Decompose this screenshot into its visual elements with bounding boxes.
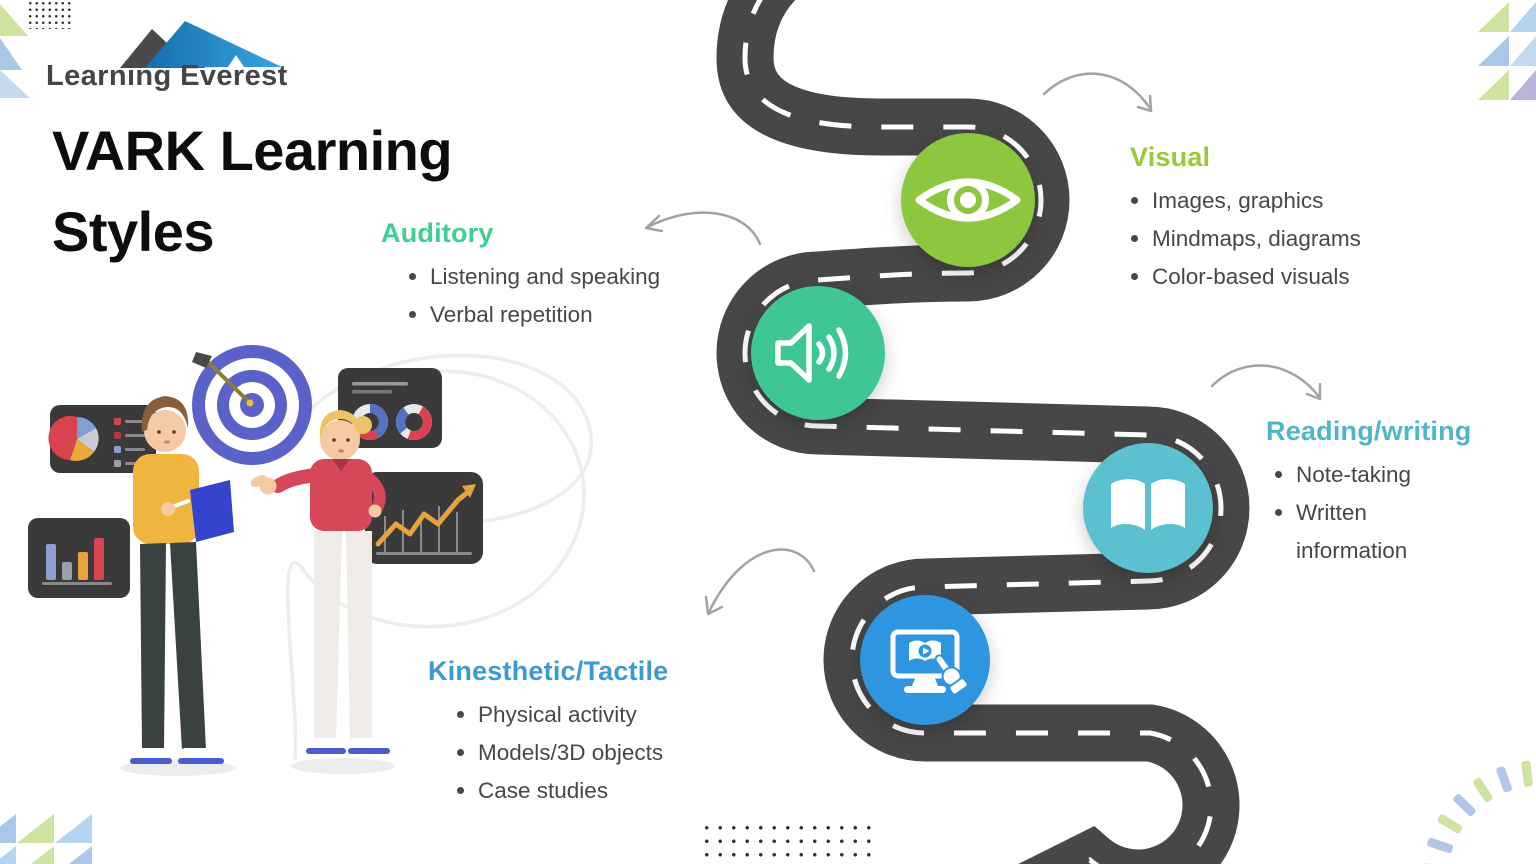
dart-arrow	[192, 352, 254, 407]
reading-stop	[1083, 443, 1213, 573]
list-item: Models/3D objects	[456, 734, 668, 772]
auditory-stop	[751, 286, 885, 420]
section-list: Images, graphics Mindmaps, diagrams Colo…	[1130, 182, 1361, 296]
section-list: Note-taking Written information	[1266, 456, 1472, 570]
section-heading: Kinesthetic/Tactile	[428, 656, 669, 686]
man-figure	[130, 396, 234, 764]
people-charts-illustration	[28, 345, 483, 776]
section-reading-writing: Reading/writing Note-taking Written info…	[1266, 416, 1472, 570]
line-chart-panel	[365, 472, 483, 564]
speaker-icon	[775, 323, 849, 383]
page-title: VARK Learning Styles	[52, 110, 453, 272]
bar-chart-panel	[28, 518, 130, 598]
section-heading: Reading/writing	[1266, 416, 1472, 446]
list-item: Note-taking	[1274, 456, 1456, 494]
dot-grid-bottom-center	[700, 821, 876, 861]
title-line-1: VARK Learning	[52, 119, 453, 182]
arrow-to-kinesthetic	[704, 548, 816, 616]
section-heading: Auditory	[381, 218, 494, 248]
arrow-to-auditory	[644, 211, 762, 246]
section-kinesthetic: Kinesthetic/Tactile Physical activity Mo…	[428, 656, 668, 810]
dartboard	[192, 345, 312, 465]
list-item: Case studies	[456, 772, 668, 810]
road-centerline	[742, 0, 1224, 864]
list-item: Mindmaps, diagrams	[1130, 220, 1361, 258]
title-line-2: Styles	[52, 200, 215, 263]
arrow-to-visual	[1042, 72, 1153, 113]
interactive-learning-icon	[890, 629, 969, 696]
section-heading: Visual	[1130, 142, 1211, 172]
logo-text: Learning Everest	[46, 60, 288, 92]
ray-burst-decoration	[1422, 760, 1533, 864]
woman-figure	[250, 410, 390, 754]
pie-chart-panel	[48, 405, 156, 473]
mountain-logo-icon	[120, 21, 282, 68]
list-item: Written information	[1274, 494, 1456, 570]
list-item: Color-based visuals	[1130, 258, 1361, 296]
section-visual: Visual Images, graphics Mindmaps, diagra…	[1130, 142, 1361, 296]
section-list: Listening and speaking Verbal repetition	[381, 258, 660, 334]
list-item: Listening and speaking	[408, 258, 660, 296]
kinesthetic-stop	[860, 595, 990, 725]
visual-stop	[901, 133, 1035, 267]
section-auditory: Auditory Listening and speaking Verbal r…	[381, 218, 660, 334]
hand-cursor-icon	[934, 654, 969, 696]
eye-icon	[915, 178, 1021, 222]
list-item: Images, graphics	[1130, 182, 1361, 220]
open-book-icon	[1111, 479, 1185, 530]
list-item: Physical activity	[456, 696, 668, 734]
section-list: Physical activity Models/3D objects Case…	[428, 696, 668, 810]
list-item: Verbal repetition	[408, 296, 660, 334]
arrow-to-reading	[1210, 364, 1322, 401]
dot-grid-top-left	[27, 0, 72, 29]
